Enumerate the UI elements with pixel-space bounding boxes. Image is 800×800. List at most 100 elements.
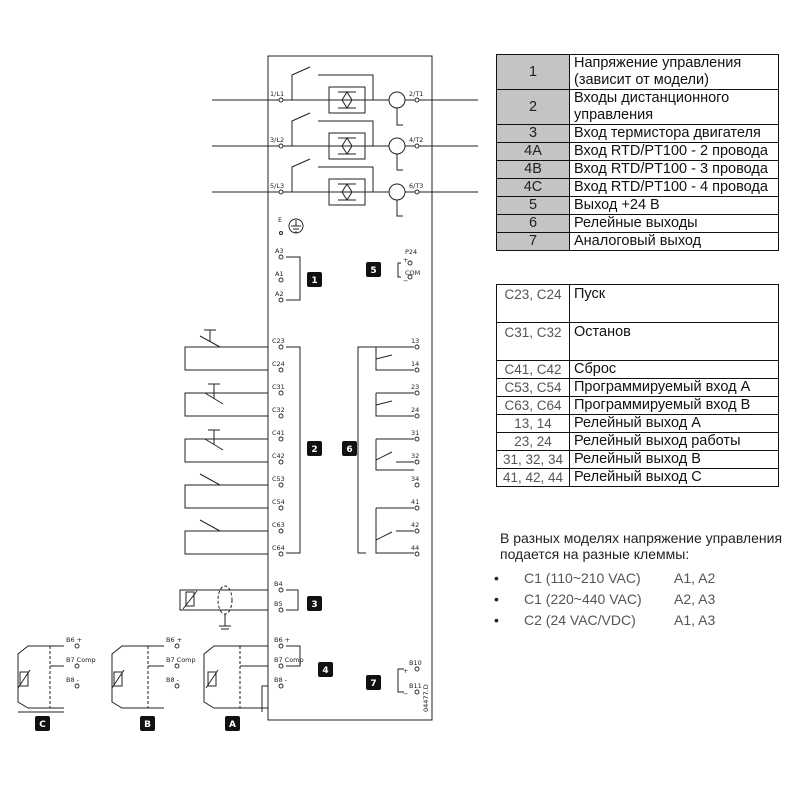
terminal-label: B5 [274,600,283,608]
terminal-label: 34 [411,475,419,483]
model-supply: C1 (220~440 VAC) [524,591,642,607]
rtd-variant-c [17,645,64,713]
terminal-label: 41 [411,498,419,506]
terminal-label: 31 [411,429,419,437]
legend-desc: Релейный выход A [569,414,779,433]
legend-num: C63, C64 [496,396,570,415]
legend-num: 7 [496,232,570,251]
drawing-code: 04477.D [422,684,430,712]
group-badge: 6 [346,445,352,455]
group-badge: 2 [311,445,317,455]
terminal-label: C23 [272,337,285,345]
group-badge: 7 [370,679,376,689]
terminal-label: 23 [411,383,419,391]
terminal-label: B7 Comp [66,656,96,664]
variant-badge: A [229,720,236,730]
model-terminals: A1, A3 [674,612,716,628]
legend-desc: Пуск [569,284,779,323]
phase-3 [212,158,478,217]
terminal-label: P24 [405,248,417,256]
legend-num: 4A [496,142,570,161]
terminal-sign: − [403,690,408,698]
legend-num: 41, 42, 44 [496,468,570,487]
thermistor-circuit [179,585,299,630]
legend-desc: Вход RTD/PT100 - 2 провода [569,142,779,161]
legend-num: 1 [496,54,570,90]
terminal-label: C31 [272,383,285,391]
terminal-label: C42 [272,452,285,460]
terminal-label: B6 + [274,636,290,644]
variant-badge: C [39,720,46,730]
legend-num: 4C [496,178,570,197]
terminal-label: B11 [409,682,422,690]
terminal-label: C64 [272,544,285,552]
legend-desc: Выход +24 В [569,196,779,215]
legend-desc: Сброс [569,360,779,379]
legend-num: C23, C24 [496,284,570,323]
terminal-label: 5/L3 [270,182,284,190]
legend-desc: Вход термистора двигателя [569,124,779,143]
legend-num: 23, 24 [496,432,570,451]
terminal-label: C24 [272,360,285,368]
group-badge: 3 [311,600,317,610]
terminal-label: B8 - [66,676,80,684]
model-supply: C2 (24 VAC/VDC) [524,612,636,628]
terminal-label: 6/T3 [409,182,423,190]
terminal-label: B6 + [166,636,182,644]
terminal-label: B6 + [66,636,82,644]
terminal-label: A3 [275,247,284,255]
model-terminals: A2, A3 [674,591,716,607]
terminal-label: 4/T2 [409,136,423,144]
terminal-label: B10 [409,659,422,667]
terminal-label: C54 [272,498,285,506]
terminal-label: 13 [411,337,419,345]
legend-desc: Останов [569,322,779,361]
terminal-label: A1 [275,270,284,278]
phase-2 [212,112,478,171]
bullet-icon: • [494,612,499,628]
terminal-label: C63 [272,521,285,529]
terminal-label: B8 - [274,676,288,684]
legend-desc: Релейные выходы [569,214,779,233]
supply-note: В разных моделях напряжение управления п… [500,530,783,562]
legend-desc: Аналоговый выход [569,232,779,251]
group-badge: 5 [370,266,376,276]
terminal-label: 32 [411,452,419,460]
terminal-label: 24 [411,406,419,414]
legend-desc: Программируемый вход B [569,396,779,415]
terminal-label: 2/T1 [409,90,423,98]
terminal-label: B7 Comp [166,656,196,664]
terminal-label: B4 [274,580,283,588]
legend-desc: Вход RTD/PT100 - 4 провода [569,178,779,197]
terminal-label: B7 Comp [274,656,304,664]
terminal-label: 42 [411,521,419,529]
group-badge: 4 [322,666,328,676]
terminal-label: 3/L2 [270,136,284,144]
terminal-label: C32 [272,406,285,414]
model-terminals: A1, A2 [674,570,716,586]
legend-desc: Релейный выход B [569,450,779,469]
relay-contacts [357,346,414,554]
variant-badge: B [144,720,151,730]
starter-outline [267,55,433,721]
terminal-label: E [278,216,282,224]
legend-desc: Программируемый вход A [569,378,779,397]
